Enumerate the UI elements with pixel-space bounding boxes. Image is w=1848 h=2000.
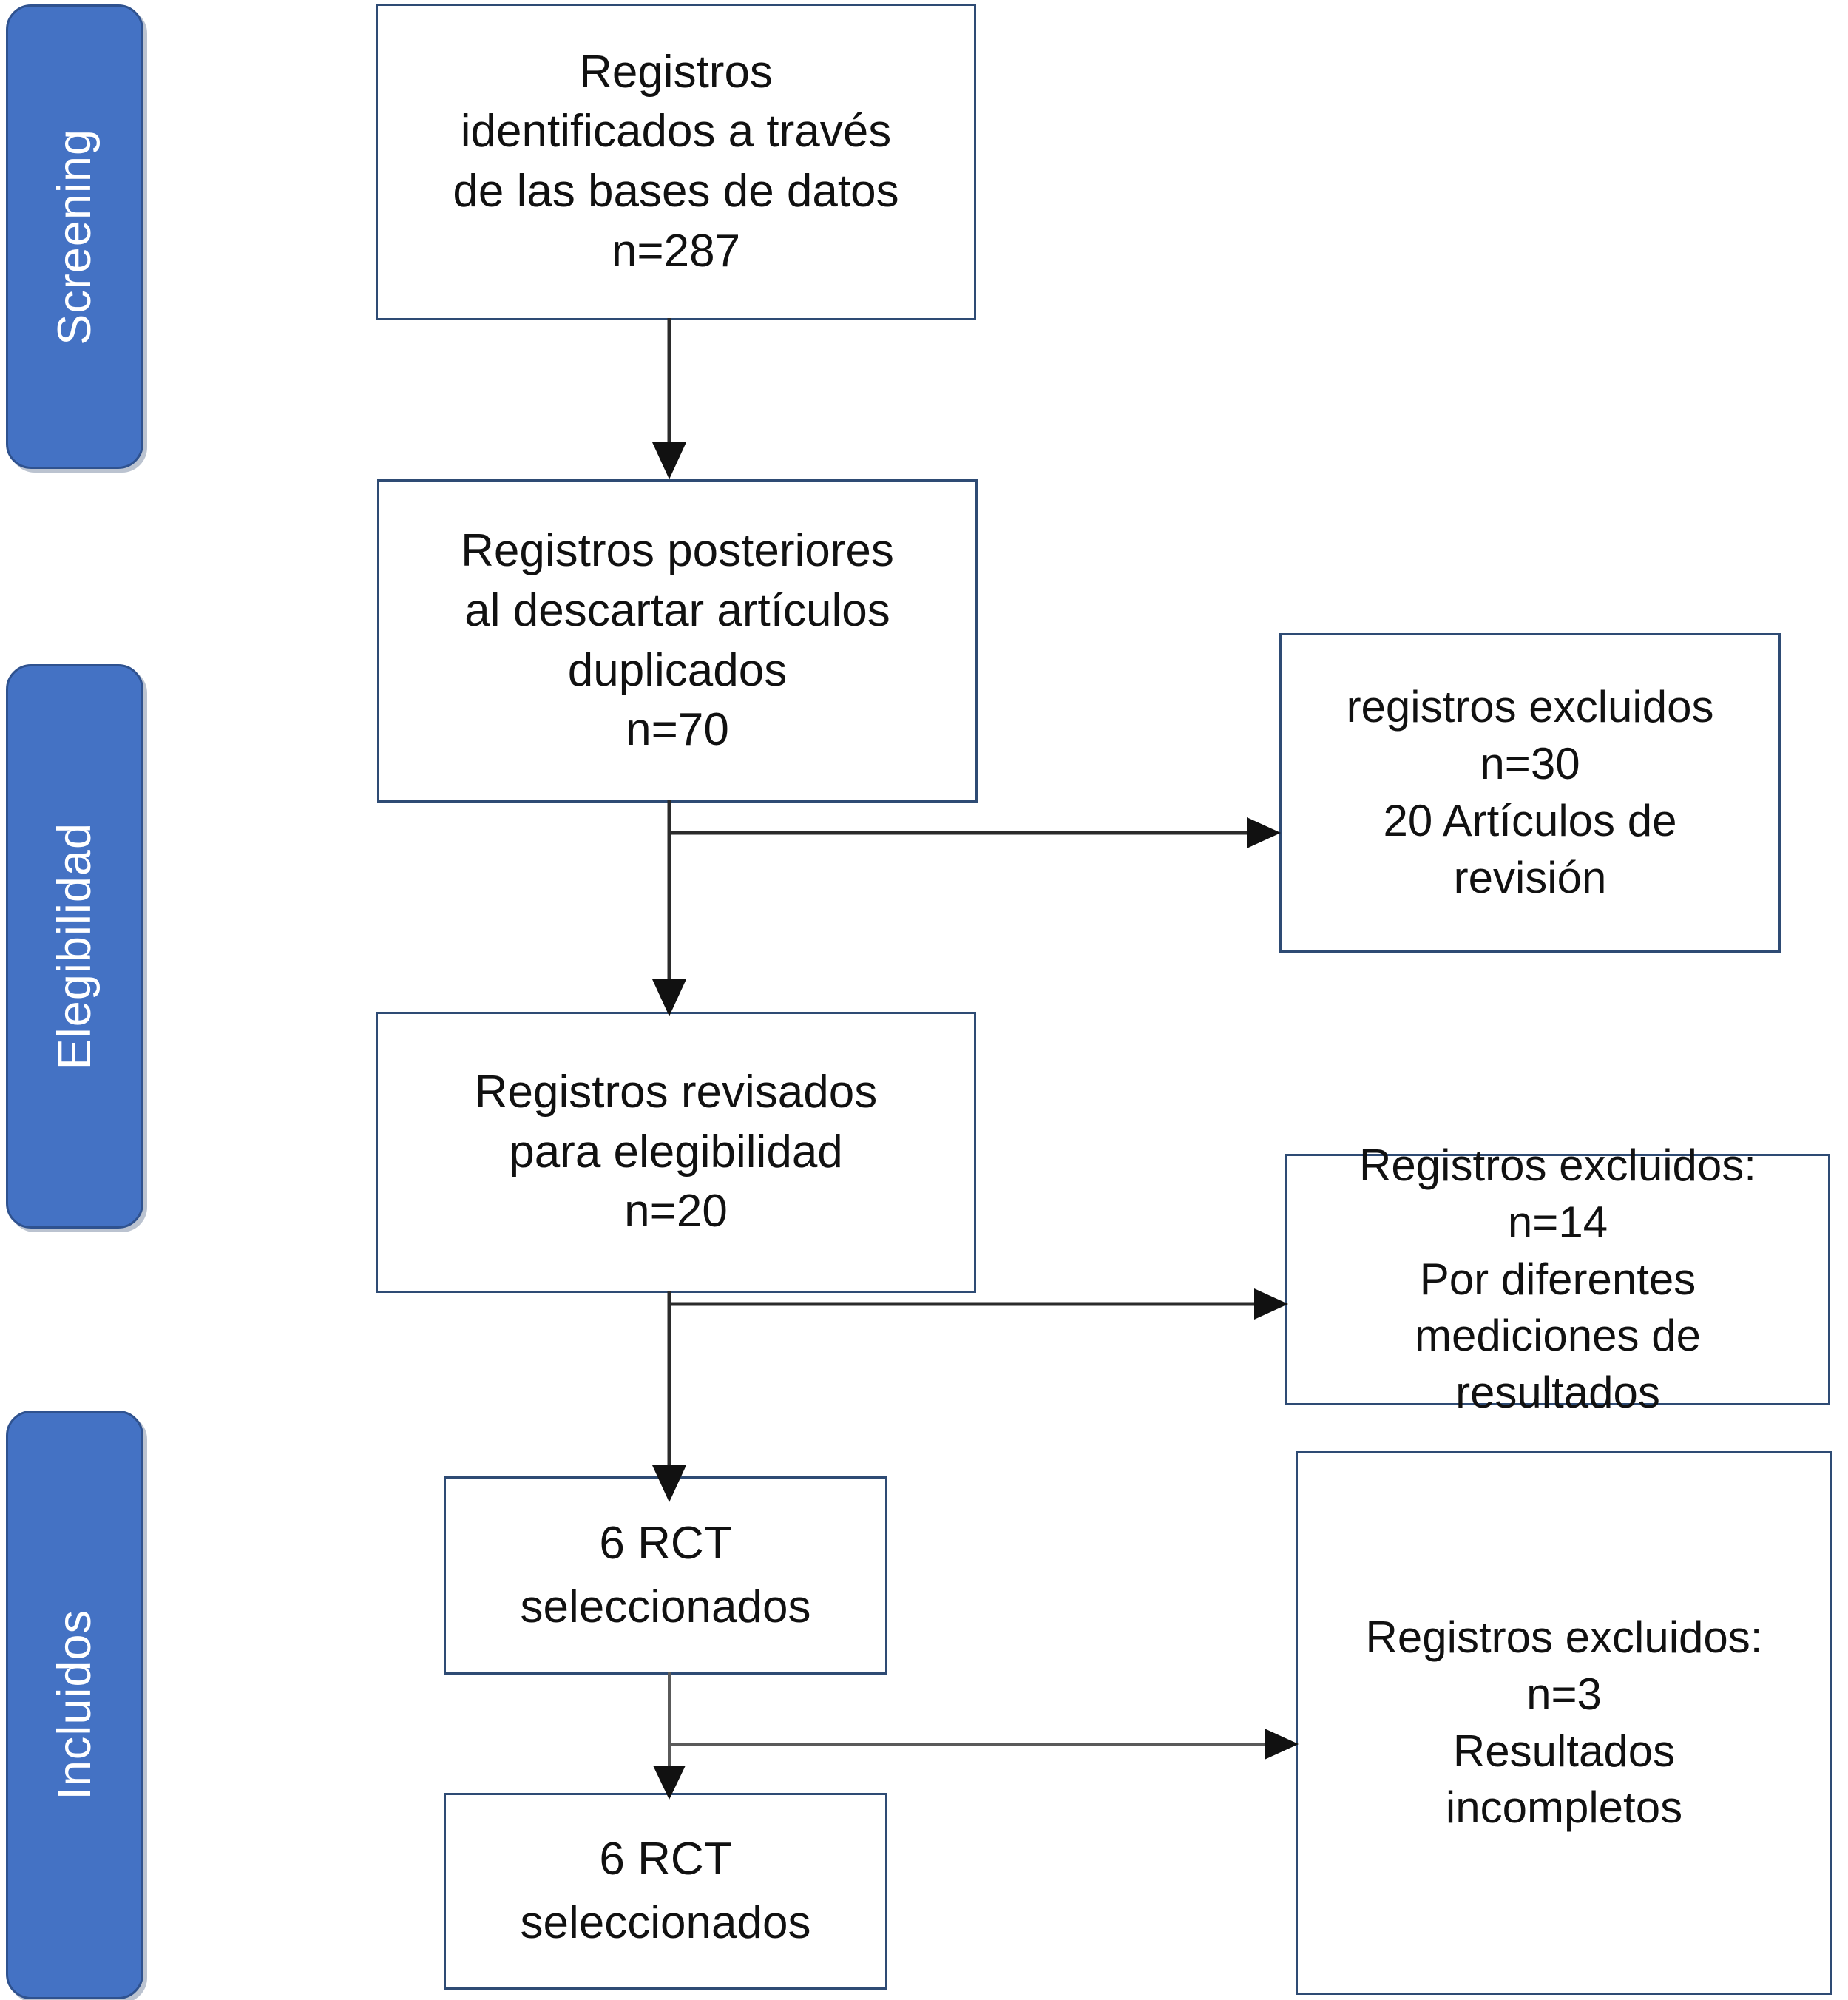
node-line: Por diferentes [1419, 1254, 1696, 1304]
node-line: Registros excluidos: [1365, 1612, 1763, 1662]
stage-bar-incluidos: Incluidos [6, 1411, 143, 1999]
node-rct-selected-1: 6 RCT seleccionados [444, 1476, 887, 1675]
node-line: revisión [1453, 852, 1607, 902]
stage-label-elegibilidad: Elegibilidad [49, 822, 101, 1070]
node-line: n=30 [1480, 739, 1580, 789]
node-line: para elegibilidad [509, 1126, 843, 1178]
stage-bar-elegibilidad: Elegibilidad [6, 664, 143, 1229]
node-line: Resultados [1452, 1726, 1676, 1776]
node-line: Registros posteriores [461, 525, 894, 577]
node-line: n=70 [626, 704, 729, 756]
node-line: 20 Artículos de [1383, 796, 1677, 845]
stage-label-screening: Screening [49, 128, 101, 345]
arrow-identified-to-afterduplicates [652, 318, 686, 479]
node-line: al descartar artículos [464, 584, 890, 636]
node-line: n=20 [624, 1186, 728, 1237]
node-records-identified: Registros identificados a través de las … [376, 4, 976, 320]
stage-label-incluidos: Incluidos [49, 1609, 101, 1800]
node-line: identificados a través [460, 106, 892, 158]
node-line: mediciones de [1415, 1311, 1701, 1361]
node-line: Registros revisados [474, 1067, 878, 1118]
node-line: 6 RCT [599, 1518, 732, 1570]
node-line: seleccionados [520, 1581, 811, 1632]
stage-bar-screening: Screening [6, 4, 143, 469]
node-line: n=3 [1526, 1669, 1602, 1719]
node-line: n=287 [611, 225, 741, 277]
node-line: duplicados [567, 644, 788, 696]
arrow-screened-to-rct-1 [652, 1291, 686, 1502]
node-line: resultados [1455, 1368, 1660, 1418]
node-line: 6 RCT [599, 1834, 732, 1885]
node-excluded-1: registros excluidos n=30 20 Artículos de… [1279, 633, 1781, 953]
arrow-branch-to-excluded-1 [669, 817, 1281, 848]
node-line: de las bases de datos [453, 166, 899, 217]
node-line: incompletos [1445, 1783, 1683, 1833]
node-line: n=14 [1507, 1197, 1608, 1247]
node-line: Registros excluidos: [1359, 1141, 1756, 1191]
node-line: seleccionados [520, 1897, 811, 1948]
node-records-after-duplicates: Registros posteriores al descartar artíc… [377, 479, 978, 803]
node-line: Registros [579, 46, 773, 98]
node-records-screened: Registros revisados para elegibilidad n=… [376, 1012, 976, 1293]
node-excluded-2: Registros excluidos: n=14 Por diferentes… [1285, 1141, 1830, 1417]
arrow-branch-to-excluded-2 [669, 1288, 1288, 1320]
arrow-rct1-to-rct2 [653, 1672, 686, 1800]
node-line: registros excluidos [1346, 682, 1714, 732]
node-excluded-3: Registros excluidos: n=3 Resultados inco… [1296, 1451, 1832, 1995]
arrow-branch-to-excluded-3 [669, 1729, 1299, 1760]
node-rct-selected-2: 6 RCT seleccionados [444, 1793, 887, 1990]
